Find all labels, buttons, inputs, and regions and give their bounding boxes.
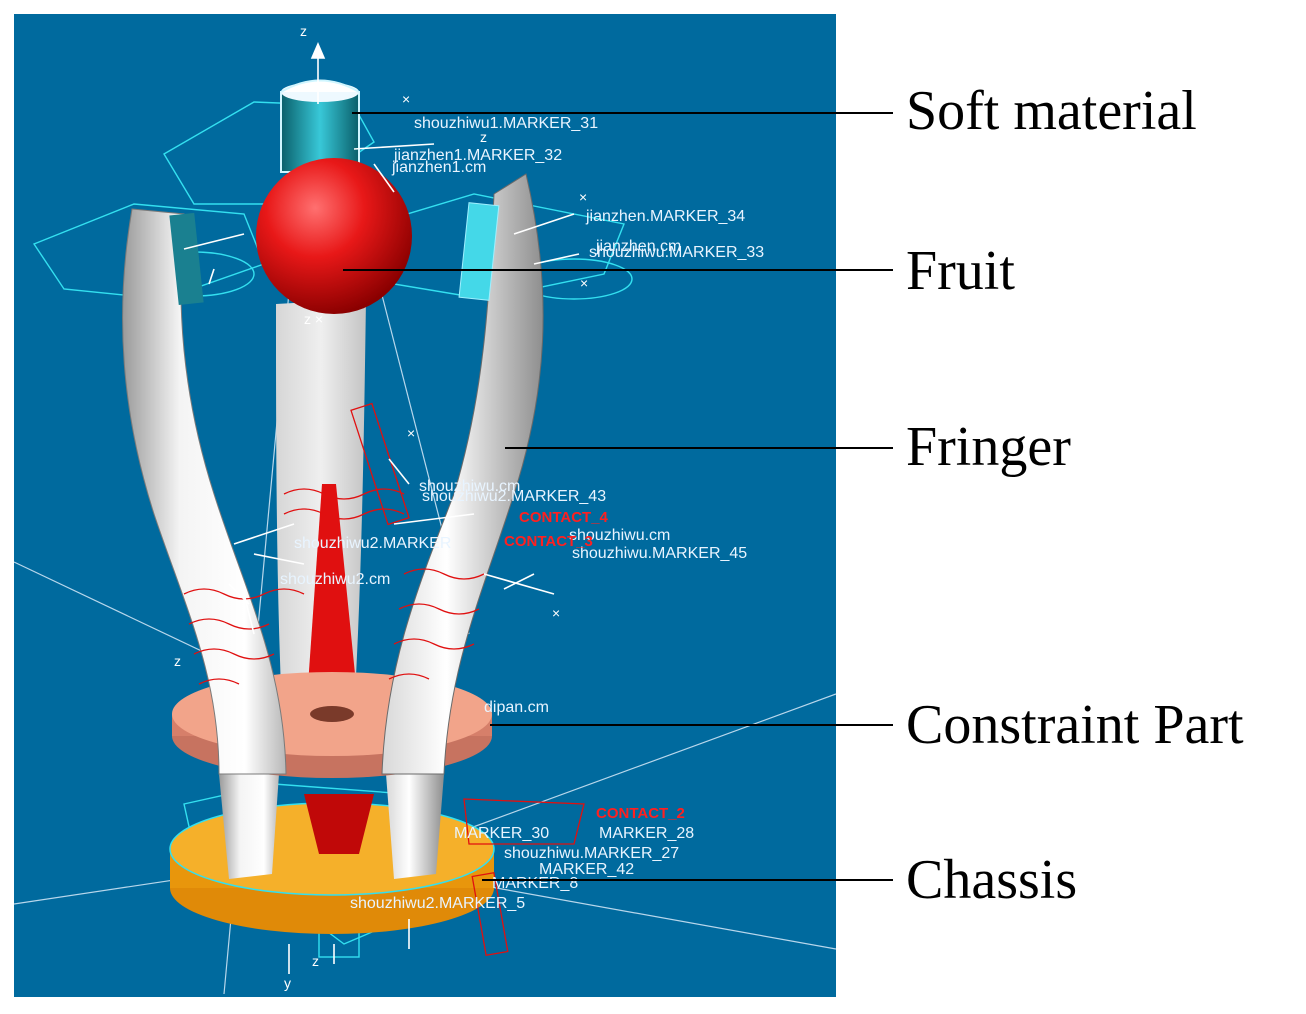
marker-label: shouzhiwu2.cm [280,571,391,588]
marker-label: shouzhiwu2.MARKER_43 [422,488,607,505]
axis-z-left: z [174,653,181,669]
marker-label: dipan.cm [484,699,549,716]
marker-arrows [183,41,580,974]
marker-label: shouzhiwu.MARKER_33 [589,244,765,261]
right-finger-leg [386,774,444,879]
marker-label: shouzhiwu.cm [569,527,671,544]
axis-x-top: × [402,91,411,107]
marker-label: MARKER_28 [599,825,695,842]
contact-label: CONTACT_2 [596,805,685,822]
callout-constraint-part: Constraint Part [906,694,1244,756]
axis-y-bottom: y [284,975,291,991]
axis-z-top: z [300,23,307,39]
model-drawing [14,41,836,995]
axis-x-right2: × [580,275,589,291]
soft-material [169,79,500,306]
axis-z-bottom: z [312,953,319,969]
right-finger [381,173,544,775]
marker-label: jianzhen1.cm [392,159,487,176]
marker-label: shouzhiwu.MARKER_27 [504,845,680,862]
marker-label: MARKER_30 [454,825,550,842]
marker-label: shouzhiwu.MARKER_45 [572,545,748,562]
contact-label: CONTACT_3 [504,533,593,550]
marker-label: shouzhiwu2.MARKER_5 [350,895,526,912]
contact-label: CONTACT_4 [519,509,608,526]
axis-z-fruit: z × [304,311,324,327]
marker-label: shouzhiwu.cm [419,478,521,495]
marker-label: shouzhiwu2.MARKER [294,535,452,552]
callout-chassis: Chassis [906,849,1078,911]
marker-label: jianzhen1.MARKER_32 [394,147,563,164]
axis-x-center: × [407,425,416,441]
marker-label: shouzhiwu1.MARKER_31 [414,115,599,132]
marker-label: jianzhen.cm [596,238,682,255]
callout-soft-material: Soft material [906,80,1197,142]
marker-label: jianzhen.MARKER_34 [586,208,746,225]
simulation-viewport: z × z × × z × × × z z y shouzhiwu1.MARKE… [14,14,836,997]
axis-x-right: × [579,189,588,205]
central-cone [306,484,359,714]
axis-z-mid: z [480,129,487,145]
axis-x-lower: × [552,605,561,621]
left-finger [122,208,287,775]
fruit [256,158,412,314]
callout-fruit: Fruit [906,240,1015,302]
left-finger-leg [219,774,279,879]
marker-label: MARKER_42 [539,861,635,878]
callout-finger: Fringer [906,416,1071,478]
